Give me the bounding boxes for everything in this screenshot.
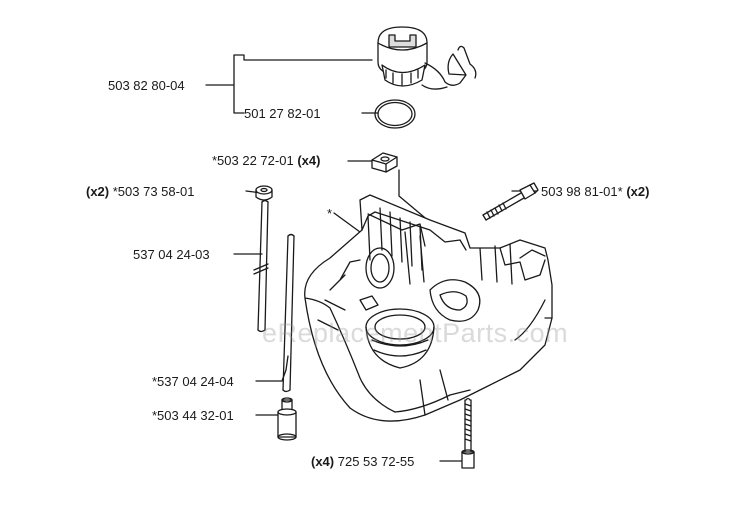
- fuel-cap: [377, 26, 477, 90]
- fuel-hose-2: [282, 233, 295, 393]
- grommet: [255, 185, 273, 201]
- fuel-tank-body: [304, 194, 553, 422]
- fuel-hose-1: [253, 199, 269, 333]
- fuel-filter: [277, 397, 297, 441]
- quantity-screw: (x4): [311, 454, 335, 469]
- quantity-top-nut: (x4): [297, 153, 321, 168]
- part-number-screw: 725 53 72-55: [337, 454, 415, 469]
- part-number-oring: 501 27 82-01: [244, 106, 321, 121]
- o-ring: [374, 99, 416, 129]
- part-number-right-bolt-group: 503 98 81-01* (x2): [541, 184, 649, 199]
- part-number-grommet-group: (x2) *503 73 58-01: [86, 184, 194, 199]
- part-number-fuel-filter: *503 44 32-01: [152, 408, 234, 423]
- part-number-right-bolt: 503 98 81-01*: [541, 184, 623, 199]
- top-nut: [371, 152, 398, 173]
- part-number-hose: 537 04 24-03: [133, 247, 210, 262]
- bottom-screw: [461, 397, 475, 469]
- right-bolt: [482, 182, 539, 221]
- part-number-top-nut: *503 22 72-01: [212, 153, 294, 168]
- asterisk-marker: *: [327, 206, 333, 221]
- part-number-screw-group: (x4) 725 53 72-55: [311, 454, 414, 469]
- quantity-right-bolt: (x2): [626, 184, 650, 199]
- quantity-grommet: (x2): [86, 184, 110, 199]
- watermark: eReplacementParts.com: [262, 318, 569, 348]
- part-number-top-nut-group: *503 22 72-01 (x4): [212, 153, 320, 168]
- part-number-hose-2: *537 04 24-04: [152, 374, 234, 389]
- part-number-cap-assembly: 503 82 80-04: [108, 78, 185, 93]
- part-number-grommet: *503 73 58-01: [112, 184, 195, 199]
